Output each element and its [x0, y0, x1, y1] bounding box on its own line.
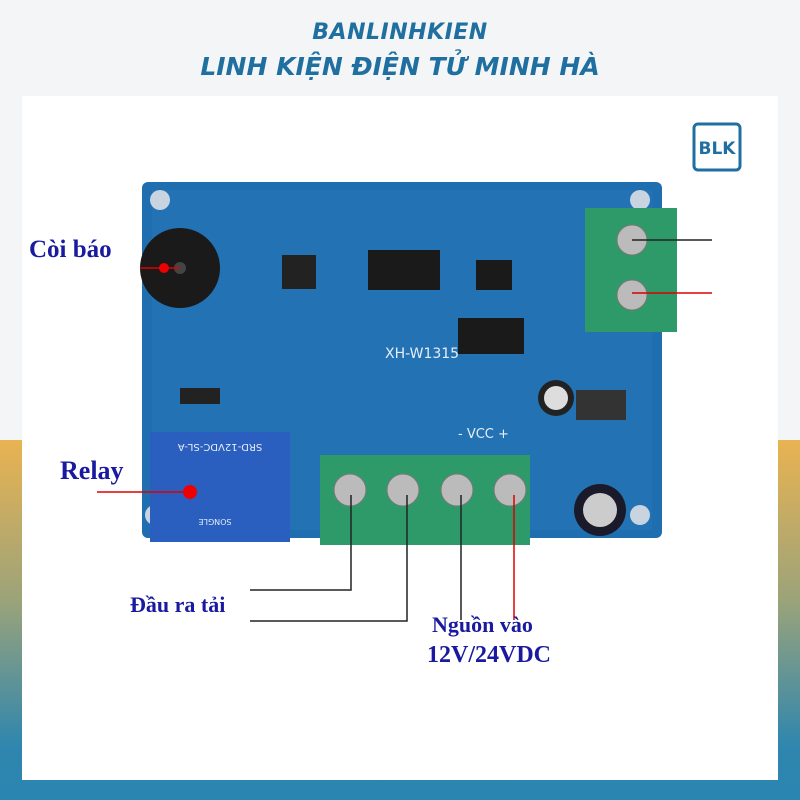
svg-text:SRD-12VDC-SL-A: SRD-12VDC-SL-A	[178, 441, 263, 452]
power-input-label: Nguồn vào	[432, 612, 533, 637]
pcb-board: XH-W1315 - VCC + SRD-12VDC-SL-A SONGLE	[140, 182, 677, 545]
relay-label: Relay	[60, 456, 124, 485]
svg-text:SONGLE: SONGLE	[198, 517, 231, 526]
svg-text:- VCC +: - VCC +	[458, 427, 509, 442]
brand-subtitle: LINH KIỆN ĐIỆN TỬ MINH HÀ	[200, 52, 600, 81]
svg-text:XH-W1315: XH-W1315	[385, 346, 459, 362]
power-voltage-label: 12V/24VDC	[427, 642, 551, 668]
callout-lines	[97, 239, 712, 622]
load-output-label: Đầu ra tải	[130, 592, 226, 617]
svg-text:BLK: BLK	[699, 139, 737, 159]
blk-logo: BLK	[692, 122, 742, 172]
buzzer-label: Còi báo	[29, 236, 112, 263]
brand-title: BANLINHKIEN	[312, 20, 488, 45]
